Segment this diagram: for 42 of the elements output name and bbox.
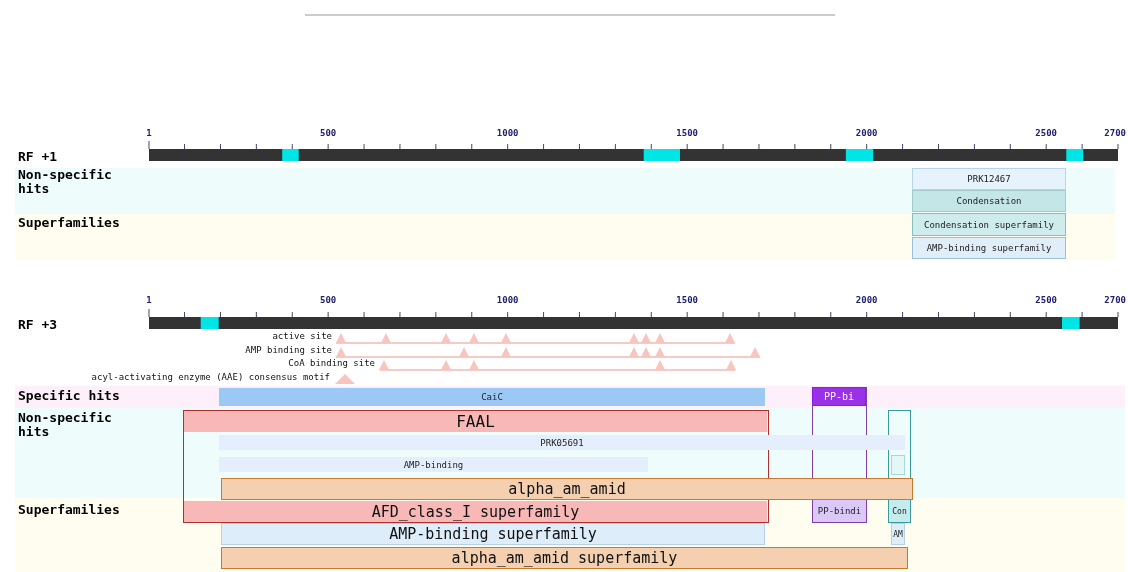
tick-label: 1 bbox=[146, 129, 152, 139]
site-label: active site bbox=[272, 332, 332, 342]
tick-label: 500 bbox=[320, 129, 337, 139]
tick-label: 1000 bbox=[496, 129, 519, 139]
tick-label: 500 bbox=[320, 296, 337, 306]
track-label: Non-specific hits bbox=[18, 411, 113, 440]
track-label: Superfamilies bbox=[18, 503, 121, 518]
domain-bar: CaiC bbox=[219, 388, 765, 406]
tick-label: 2500 bbox=[1035, 129, 1058, 139]
domain-bar: AMP-binding superfamily bbox=[221, 523, 765, 545]
tick-label: 1000 bbox=[496, 296, 519, 306]
site-label: CoA binding site bbox=[288, 359, 375, 369]
domain-bar: PRK05691 bbox=[219, 435, 905, 450]
site-label: acyl-activating enzyme (AAE) consensus motif bbox=[91, 373, 330, 383]
track-label: RF +3 bbox=[18, 318, 59, 333]
domain-bar: AMP-binding bbox=[219, 457, 648, 472]
domain-bar: alpha_am_amid bbox=[221, 478, 913, 500]
track-label: RF +1 bbox=[18, 150, 59, 165]
tick-label: 2000 bbox=[855, 296, 878, 306]
tick-label: 2700 bbox=[1104, 129, 1126, 139]
domain-bar: AFD_class_I superfamily bbox=[184, 501, 767, 522]
tick-label: 1 bbox=[146, 296, 152, 306]
domain-bar: Condensation superfamily bbox=[912, 213, 1066, 236]
tick-label: 2700 bbox=[1104, 296, 1126, 306]
domain-bar: FAAL bbox=[184, 411, 767, 432]
domain-bar: AMP-binding superfamily bbox=[912, 237, 1066, 259]
tick-label: 1500 bbox=[676, 296, 698, 306]
tick-label: 2000 bbox=[855, 129, 878, 139]
domain-bar: Con bbox=[889, 500, 910, 522]
tick-label: 2500 bbox=[1035, 296, 1058, 306]
track-label: Superfamilies bbox=[18, 216, 121, 231]
track-label: Non-specific hits bbox=[18, 168, 113, 197]
tick-label: 1500 bbox=[676, 129, 698, 139]
track-label: Specific hits bbox=[18, 389, 121, 404]
domain-bar: AM bbox=[891, 523, 905, 545]
domain-bar bbox=[891, 455, 905, 475]
domain-bar: PRK12467 bbox=[912, 168, 1066, 190]
domain-bar: Condensation bbox=[912, 190, 1066, 212]
domain-bar: alpha_am_amid superfamily bbox=[221, 547, 908, 569]
site-label: AMP binding site bbox=[245, 346, 332, 356]
domain-bar: PP-bi bbox=[812, 387, 866, 406]
domain-bar: PP-bindi bbox=[813, 500, 866, 522]
